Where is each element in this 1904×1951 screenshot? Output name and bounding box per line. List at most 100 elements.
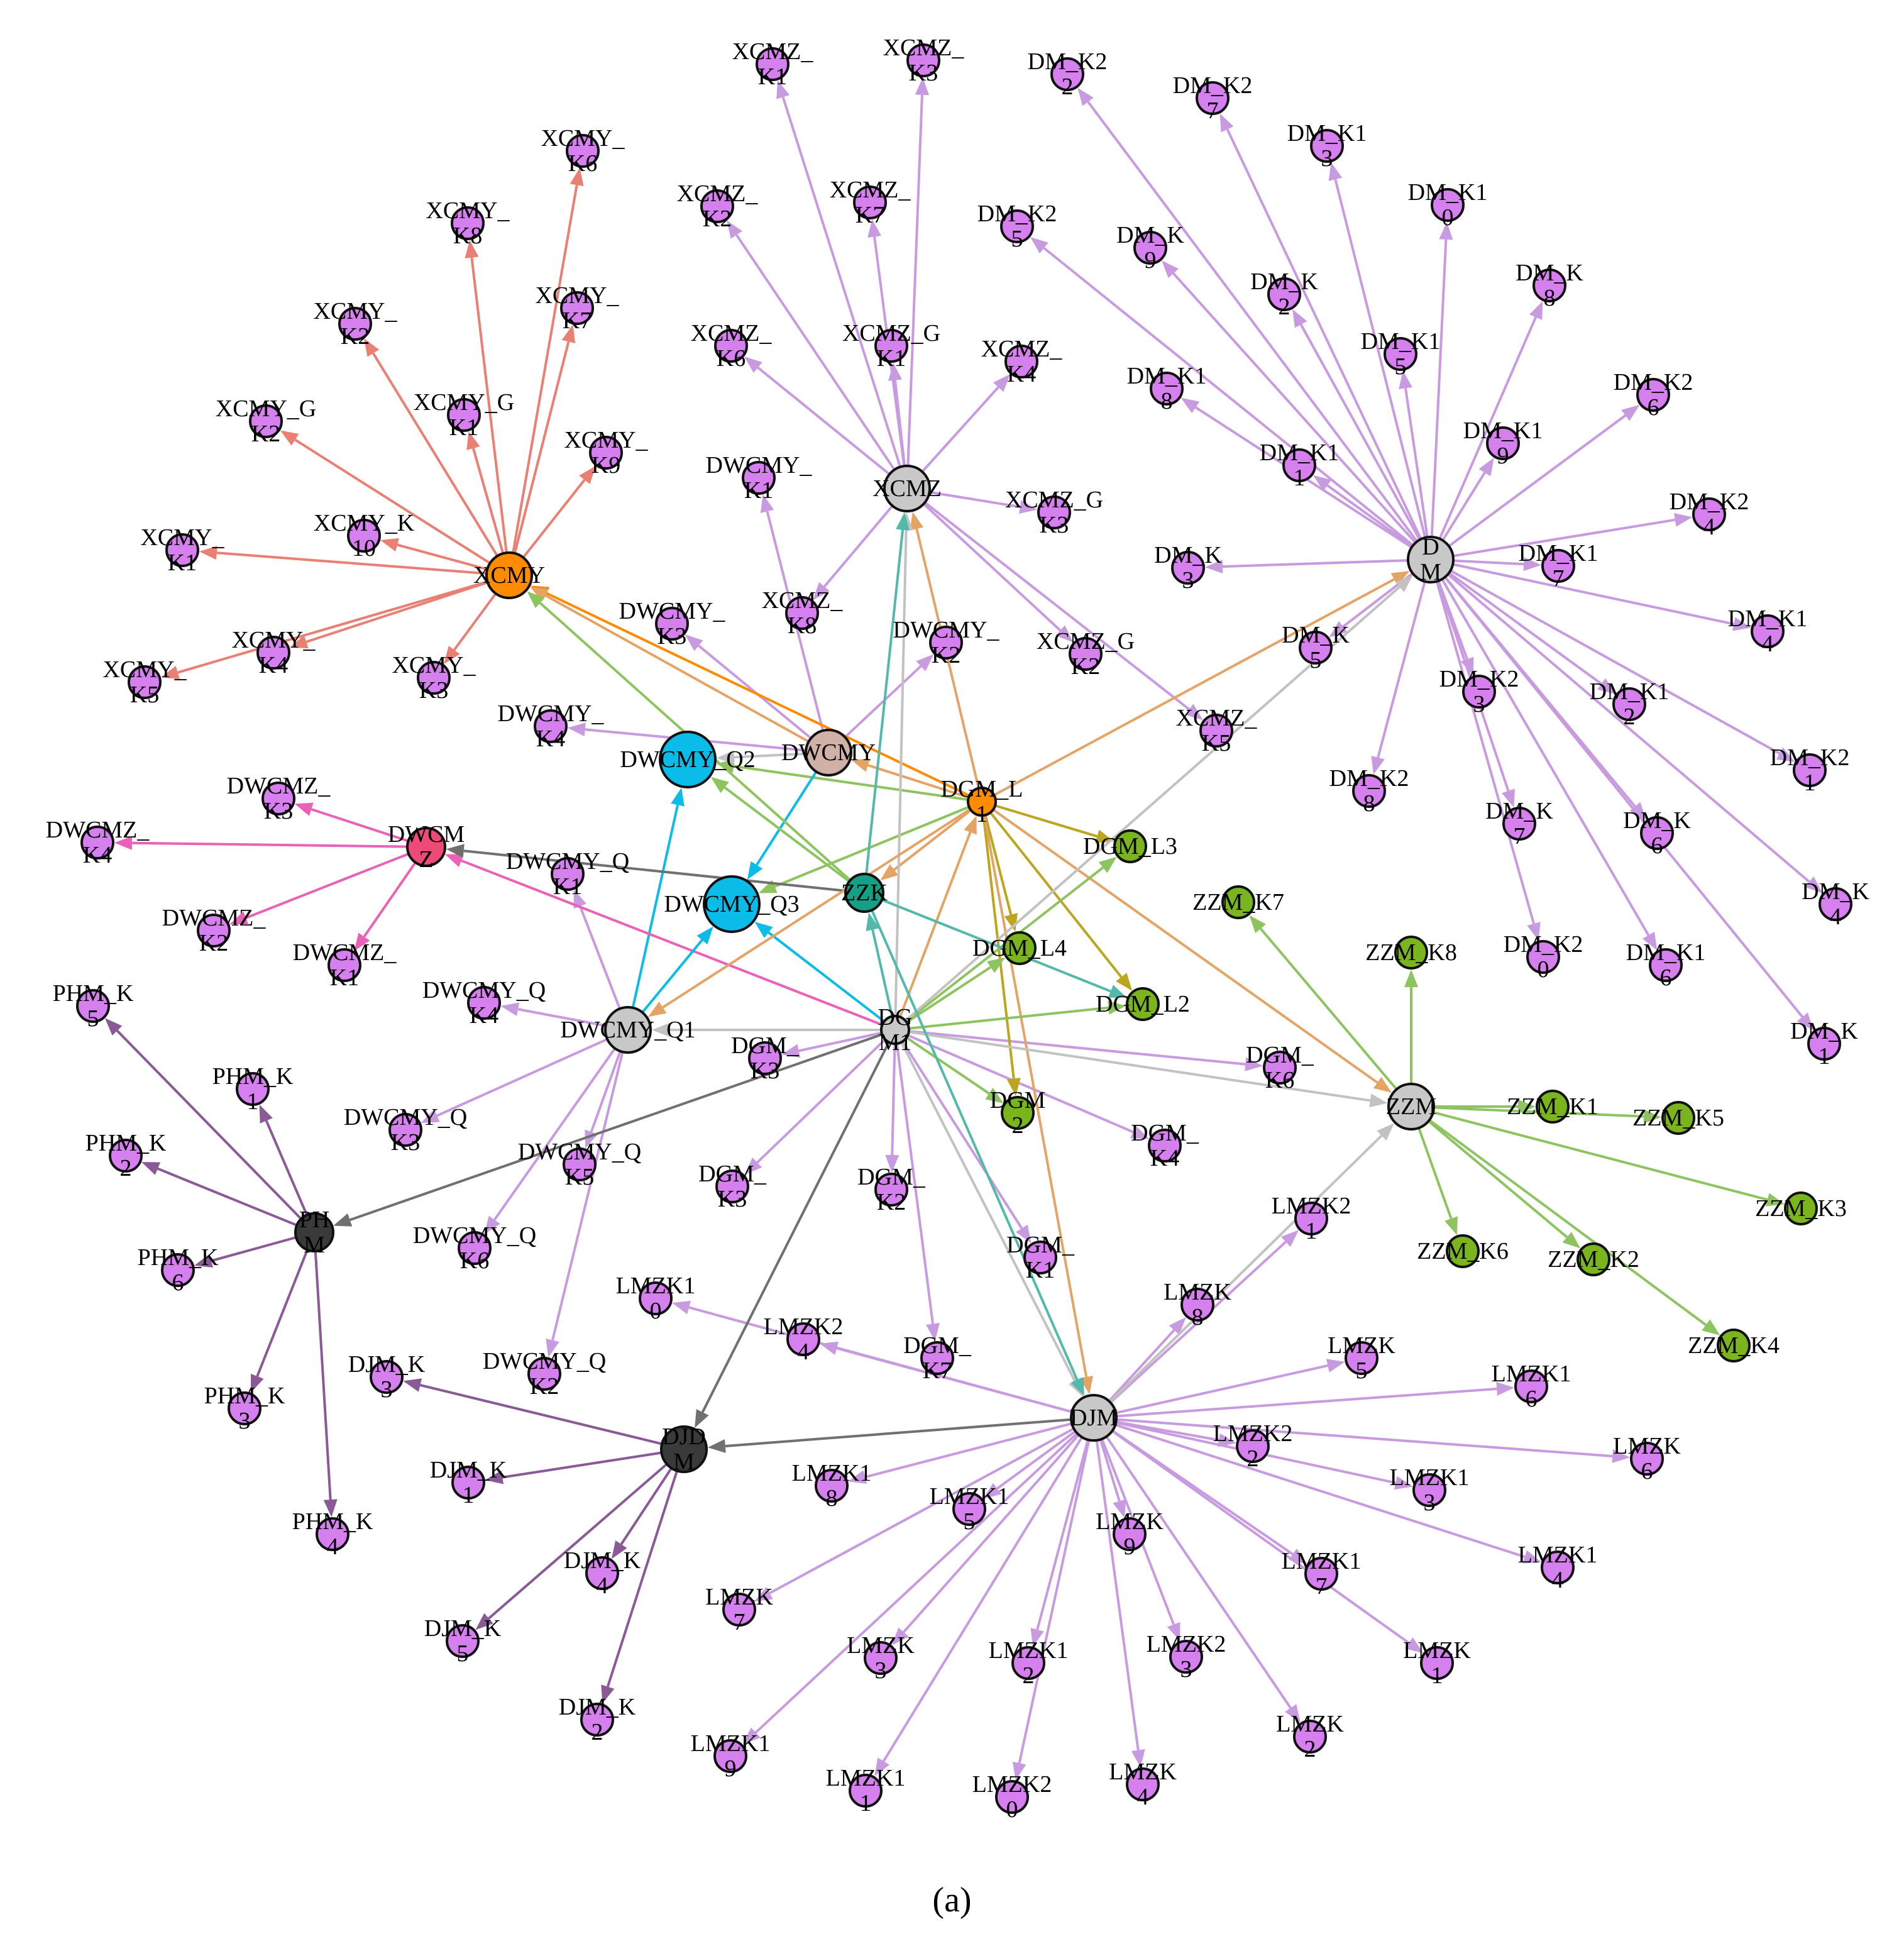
node-PHM_K4[interactable] <box>316 1517 349 1551</box>
node-DM_K2[interactable] <box>1267 277 1301 311</box>
node-XCMY_K9[interactable] <box>589 436 623 470</box>
node-DM_K13[interactable] <box>1310 129 1344 163</box>
node-ZZM_K3[interactable] <box>1784 1191 1818 1225</box>
node-DM_K14[interactable] <box>1751 614 1785 648</box>
node-DWCMZ_K4[interactable] <box>80 826 114 859</box>
node-LMZK16[interactable] <box>1514 1369 1548 1403</box>
node-DM_K17[interactable] <box>1541 549 1575 583</box>
node-ZZM_K4[interactable] <box>1717 1329 1751 1362</box>
node-DM_K18[interactable] <box>1150 372 1184 406</box>
node-DM_K12[interactable] <box>1612 687 1646 721</box>
node-ZZM_K8[interactable] <box>1394 936 1428 970</box>
node-LMZK8[interactable] <box>1180 1288 1214 1322</box>
node-DWCMZ_K1[interactable] <box>327 948 361 982</box>
node-XCMY[interactable] <box>485 551 533 599</box>
node-DWCMY_QK6[interactable] <box>458 1231 492 1265</box>
node-DGM_L3[interactable] <box>1113 829 1147 863</box>
node-LMZK12[interactable] <box>1011 1646 1045 1680</box>
node-LMZK15[interactable] <box>952 1492 986 1526</box>
node-DGM_L2[interactable] <box>1126 987 1160 1021</box>
node-XCMZ_K6[interactable] <box>714 329 748 363</box>
node-DM_K9[interactable] <box>1133 231 1167 265</box>
node-LMZK20[interactable] <box>995 1780 1029 1814</box>
node-ZZM_K1[interactable] <box>1536 1090 1570 1124</box>
node-DGM_K6[interactable] <box>1263 1051 1297 1085</box>
node-DM_K19[interactable] <box>1486 426 1520 460</box>
node-ZZM_K7[interactable] <box>1221 885 1255 919</box>
node-XCMY_GK2[interactable] <box>249 404 283 438</box>
node-PHM_K3[interactable] <box>228 1391 261 1425</box>
node-DM_K15[interactable] <box>1384 337 1417 371</box>
node-DM_K25[interactable] <box>1000 209 1034 243</box>
node-DM[interactable] <box>1407 536 1455 583</box>
node-XCMY_K10[interactable] <box>347 519 381 553</box>
node-LMZK11[interactable] <box>849 1774 883 1808</box>
node-DWCMZ_K2[interactable] <box>197 914 231 948</box>
node-DM_K10[interactable] <box>1431 188 1465 222</box>
node-DM_K26[interactable] <box>1636 378 1670 412</box>
node-DGM_L[interactable] <box>967 787 997 817</box>
node-LMZK7[interactable] <box>722 1593 756 1627</box>
node-DGM2[interactable] <box>1001 1096 1035 1130</box>
node-LMZK19[interactable] <box>713 1739 747 1773</box>
node-XCMY_K6[interactable] <box>566 134 600 168</box>
node-XCMZ_K1[interactable] <box>756 47 790 81</box>
node-XCMY_K2[interactable] <box>338 307 372 341</box>
node-DGM_K7[interactable] <box>920 1341 954 1375</box>
node-DWCMY_Q3[interactable] <box>703 875 761 933</box>
node-DGM_K2[interactable] <box>874 1173 908 1207</box>
node-DWCMY_K2[interactable] <box>929 626 963 660</box>
node-LMZK2[interactable] <box>1293 1720 1327 1754</box>
node-DM_K3[interactable] <box>1171 551 1205 585</box>
node-LMZK10[interactable] <box>639 1281 673 1315</box>
node-PHM[interactable] <box>294 1212 334 1252</box>
node-LMZK18[interactable] <box>815 1469 849 1503</box>
node-DWCMY_K3[interactable] <box>655 607 689 641</box>
node-XCMY_K1[interactable] <box>165 533 199 567</box>
node-XCMY_K8[interactable] <box>451 206 485 240</box>
node-DWCMY_QK2[interactable] <box>527 1357 561 1391</box>
node-DM_K20[interactable] <box>1526 940 1560 974</box>
node-LMZK4[interactable] <box>1126 1767 1160 1801</box>
node-LMZK17[interactable] <box>1304 1557 1338 1591</box>
node-DWCMY_QK5[interactable] <box>563 1147 597 1181</box>
node-LMZK14[interactable] <box>1541 1550 1575 1584</box>
node-PHM_K2[interactable] <box>109 1139 143 1173</box>
node-XCMY_K3[interactable] <box>417 661 451 695</box>
node-LMZK9[interactable] <box>1113 1517 1147 1551</box>
node-DWCMY_QK1[interactable] <box>551 857 585 891</box>
node-XCMZ_GK1[interactable] <box>874 329 908 363</box>
node-PHM_K5[interactable] <box>76 989 110 1023</box>
node-DM_K11[interactable] <box>1282 448 1316 482</box>
node-DGM1[interactable] <box>880 1015 910 1045</box>
node-DWCMY_K1[interactable] <box>742 461 776 495</box>
node-DM_K1[interactable] <box>1807 1027 1841 1061</box>
node-ZZM_K2[interactable] <box>1577 1242 1610 1276</box>
node-DM_K5[interactable] <box>1299 631 1333 665</box>
node-LMZK1[interactable] <box>1420 1646 1454 1680</box>
node-XCMZ_GK3[interactable] <box>1037 495 1071 529</box>
node-DGM_K3b[interactable] <box>715 1169 749 1203</box>
node-XCMZ_K2[interactable] <box>700 189 734 223</box>
node-DM_K22[interactable] <box>1050 57 1084 91</box>
node-XCMZ_K5[interactable] <box>1199 714 1233 748</box>
node-DGM_L4[interactable] <box>1003 931 1037 965</box>
node-DGM_K1[interactable] <box>1023 1241 1057 1274</box>
node-DWCMY[interactable] <box>805 729 852 777</box>
node-DJM_K5[interactable] <box>446 1624 480 1658</box>
node-DWCMZ_K3[interactable] <box>261 782 295 815</box>
node-DJDM[interactable] <box>660 1425 708 1473</box>
node-DGM_K4[interactable] <box>1148 1129 1182 1163</box>
node-LMZK24[interactable] <box>786 1322 820 1356</box>
node-DWCMY_QK4[interactable] <box>467 986 501 1020</box>
node-DM_K4[interactable] <box>1819 887 1852 921</box>
node-LMZK3[interactable] <box>864 1641 898 1675</box>
node-DM_K6[interactable] <box>1640 816 1674 850</box>
node-XCMY_K5[interactable] <box>128 665 162 699</box>
node-LMZK6[interactable] <box>1630 1442 1664 1476</box>
node-XCMY_K7[interactable] <box>560 291 594 325</box>
node-DJM_K1[interactable] <box>451 1466 485 1500</box>
node-DJM[interactable] <box>1070 1394 1118 1442</box>
node-PHM_K1[interactable] <box>236 1072 270 1106</box>
node-DWCMY_Q1[interactable] <box>604 1006 652 1054</box>
